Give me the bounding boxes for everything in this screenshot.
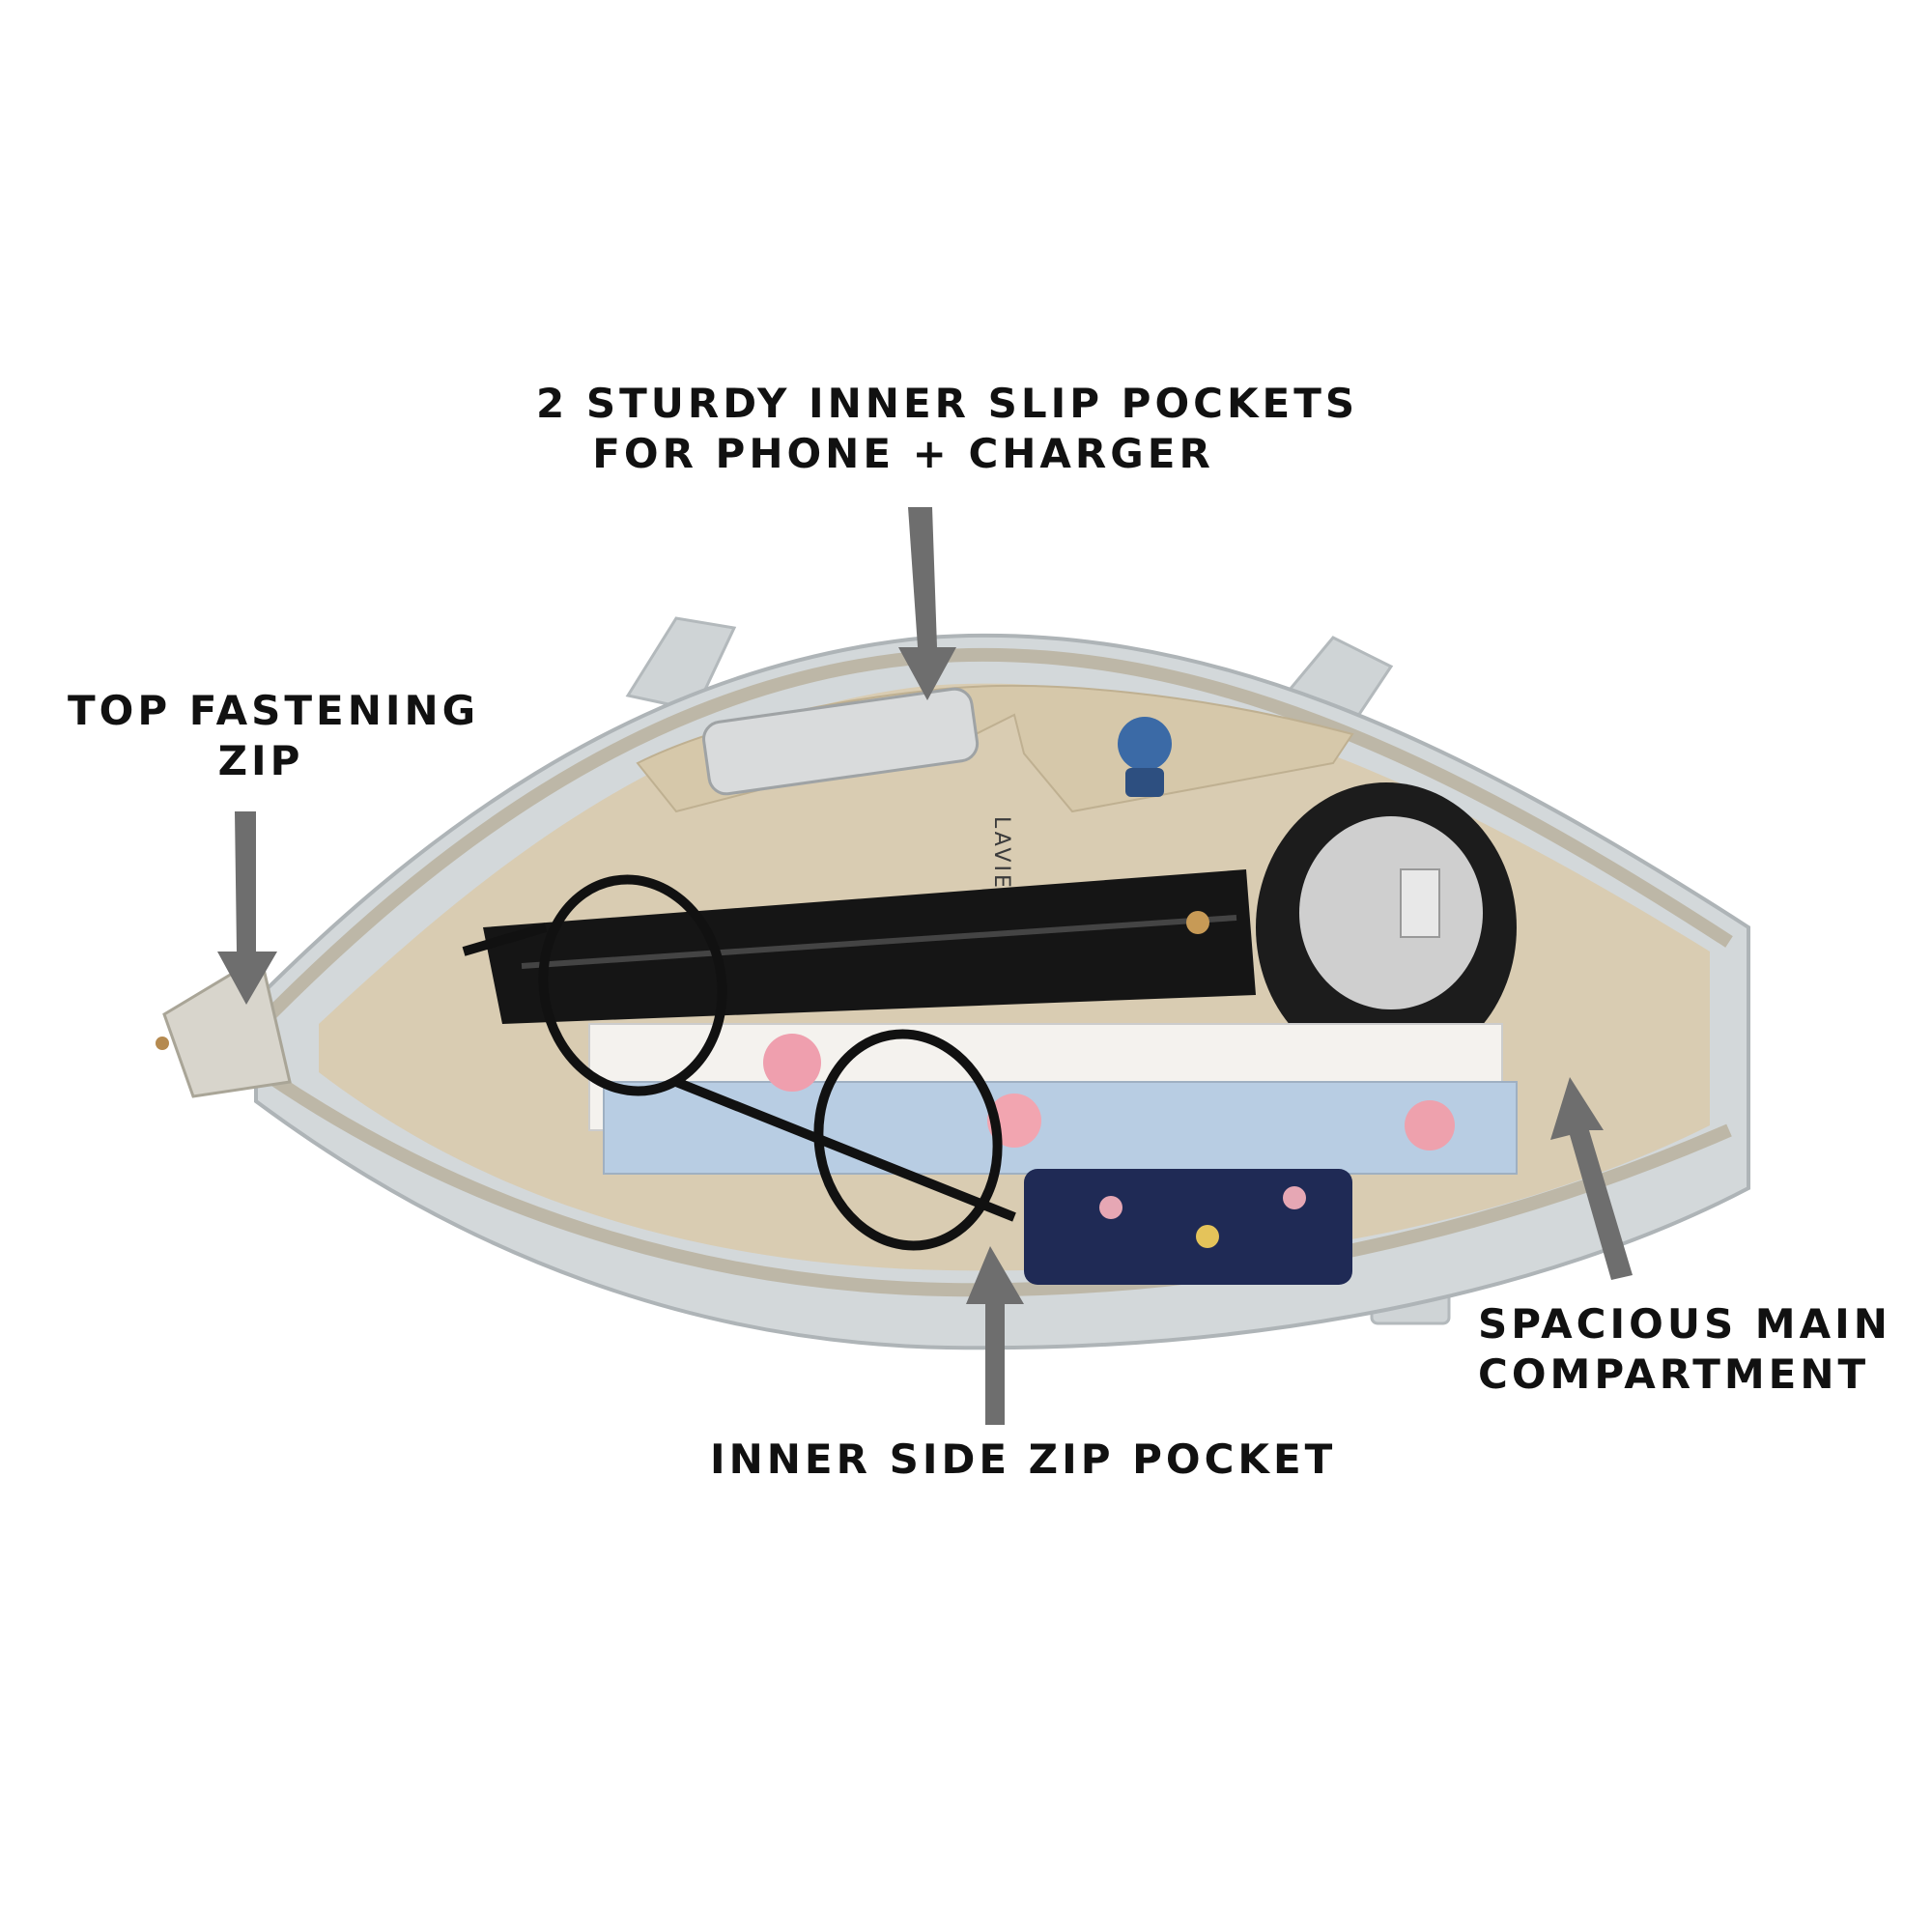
callout-main-compartment-line1: SPACIOUS MAIN [1478,1300,1891,1348]
eyeglasses [462,874,1016,1251]
callout-slip-pockets-line2: FOR PHONE + CHARGER [592,430,1214,477]
callout-side-zip: INNER SIDE ZIP POCKET [710,1435,1337,1485]
arrows [217,507,1633,1425]
callout-side-zip-line1: INNER SIDE ZIP POCKET [710,1435,1337,1483]
callout-top-zip: TOP FASTENING ZIP [68,686,480,786]
callout-top-zip-line1: TOP FASTENING [68,687,480,734]
zip-pull [156,953,292,1098]
black-pouch [483,869,1256,1024]
callout-top-zip-line2: ZIP [217,737,304,784]
floral-wallet [1024,1169,1352,1285]
key-charm [1118,717,1172,797]
callout-slip-pockets: 2 STURDY INNER SLIP POCKETS FOR PHONE + … [536,379,1359,479]
callout-slip-pockets-line1: 2 STURDY INNER SLIP POCKETS [536,380,1359,427]
callout-main-compartment: SPACIOUS MAIN COMPARTMENT [1478,1299,1891,1400]
water-bottle [1256,782,1517,1072]
callout-main-compartment-line2: COMPARTMENT [1478,1350,1870,1398]
lining-brand: LAVIE [989,816,1013,891]
phone [702,687,980,796]
